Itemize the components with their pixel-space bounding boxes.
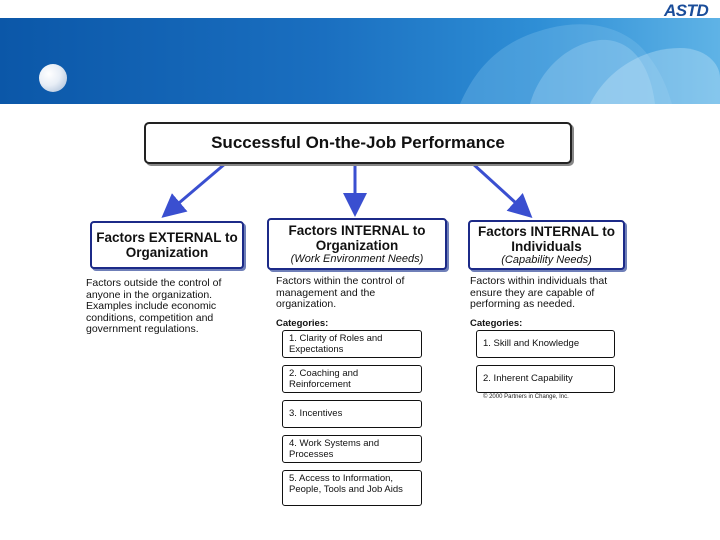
external-factors-description: Factors outside the control of anyone in… <box>86 278 246 336</box>
internal-org-categories-label: Categories: <box>276 318 328 329</box>
internal-org-category: 4. Work Systems and Processes <box>282 435 422 463</box>
copyright-notice: © 2000 Partners in Change, Inc. <box>483 394 569 400</box>
internal-org-description: Factors within the control of management… <box>276 276 434 311</box>
internal-org-category: 1. Clarity of Roles and Expectations <box>282 330 422 358</box>
internal-ind-box: Factors INTERNAL to Individuals (Capabil… <box>468 220 625 270</box>
internal-ind-categories-label: Categories: <box>470 318 522 329</box>
internal-ind-category: 1. Skill and Knowledge <box>476 330 615 358</box>
internal-org-category: 2. Coaching and Reinforcement <box>282 365 422 393</box>
internal-org-box: Factors INTERNAL to Organization (Work E… <box>267 218 447 270</box>
internal-ind-category: 2. Inherent Capability <box>476 365 615 393</box>
internal-org-category: 5. Access to Information, People, Tools … <box>282 470 422 506</box>
internal-ind-heading: Factors INTERNAL to Individuals <box>470 224 623 254</box>
performance-title: Successful On-the-Job Performance <box>211 133 505 153</box>
internal-ind-description: Factors within individuals that ensure t… <box>470 276 630 311</box>
internal-ind-subheading: (Capability Needs) <box>470 254 623 267</box>
performance-title-box: Successful On-the-Job Performance <box>144 122 572 164</box>
arrow-to-internal-ind <box>472 163 528 214</box>
external-factors-box: Factors EXTERNAL to Organization <box>90 221 244 269</box>
internal-org-heading: Factors INTERNAL to Organization <box>269 223 445 253</box>
arrow-to-external <box>166 163 226 214</box>
internal-org-category: 3. Incentives <box>282 400 422 428</box>
internal-org-subheading: (Work Environment Needs) <box>269 253 445 266</box>
external-factors-heading: Factors EXTERNAL to Organization <box>92 230 242 260</box>
